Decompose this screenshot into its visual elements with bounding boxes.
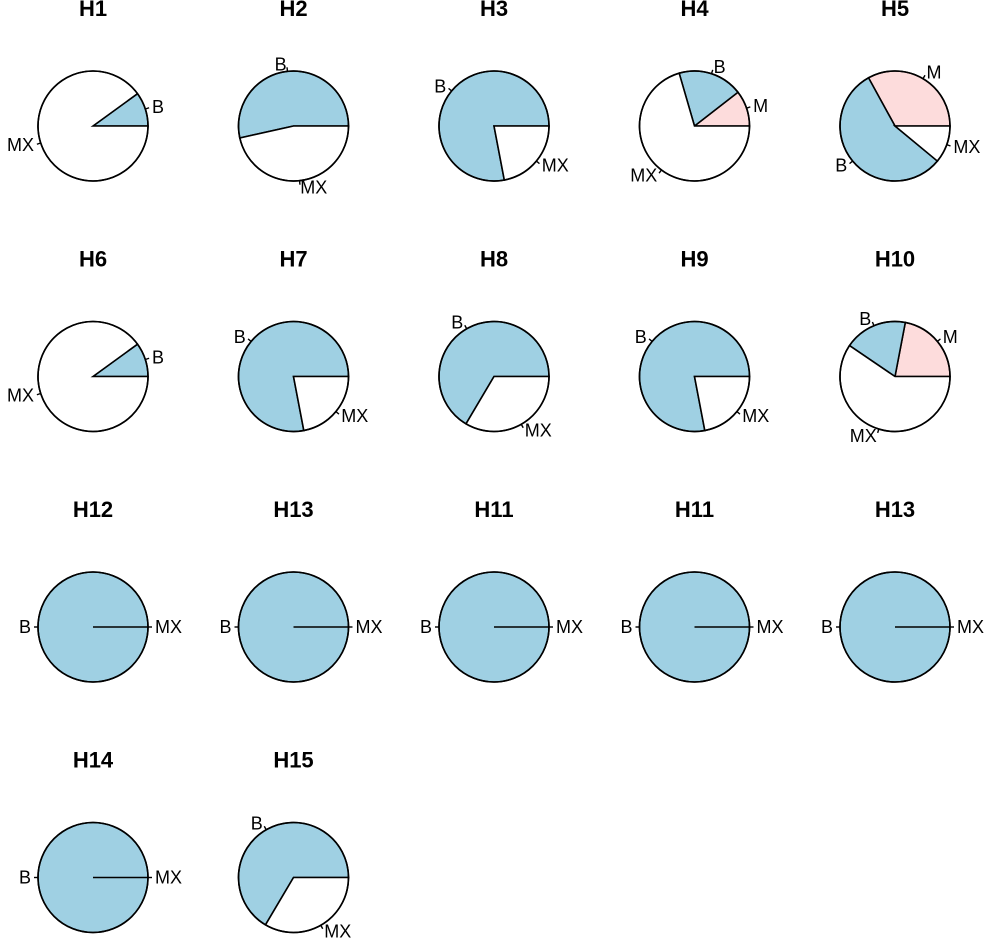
- slice-label-mx: MX: [850, 426, 877, 446]
- pie-outline: [237, 571, 350, 683]
- pie-outline: [438, 320, 550, 433]
- slice-label-mx: MX: [324, 921, 351, 941]
- pie-outline: [638, 70, 751, 182]
- pie-outline: [37, 70, 149, 182]
- pie-outline: [237, 320, 350, 433]
- slice-label-m: M: [753, 96, 768, 116]
- slice-label-mx: MX: [7, 386, 34, 406]
- pie-outline: [237, 70, 350, 182]
- slice-label-b: B: [219, 617, 231, 637]
- pie-title: H4: [680, 0, 709, 21]
- slice-label-b: B: [19, 868, 31, 888]
- slice-label-b: B: [714, 57, 726, 77]
- slice-label-mx: MX: [525, 420, 552, 440]
- slice-label-mx: MX: [356, 617, 383, 637]
- slice-label-b: B: [275, 54, 287, 74]
- pie-title: H13: [273, 497, 313, 522]
- slice-label-b: B: [635, 327, 647, 347]
- slice-label-b: B: [821, 617, 833, 637]
- pie-title: H13: [875, 497, 915, 522]
- slice-label-mx: MX: [155, 868, 182, 888]
- pie-outline: [638, 571, 751, 683]
- pie-slice-mx: [493, 125, 550, 181]
- slice-label-mx: MX: [957, 617, 984, 637]
- slice-label-b: B: [152, 347, 164, 367]
- pie-title: H3: [480, 0, 508, 21]
- pie-h9-9: H9B MX: [635, 247, 769, 433]
- slice-label-mx: MX: [953, 137, 980, 157]
- pie-h2-2: H2B MX: [237, 0, 350, 198]
- slice-label-b: B: [451, 313, 463, 333]
- pie-title: H11: [675, 497, 714, 522]
- slice-label-mx: MX: [556, 617, 583, 637]
- pie-outline: [37, 571, 149, 683]
- slice-label-b: B: [420, 617, 432, 637]
- slice-label-m: M: [943, 327, 958, 347]
- pie-title: H1: [79, 0, 107, 21]
- pie-title: H15: [273, 748, 313, 773]
- pie-title: H11: [474, 497, 513, 522]
- slice-label-mx: MX: [155, 617, 182, 637]
- slice-label-b: B: [152, 97, 164, 117]
- pie-title: H12: [73, 497, 113, 522]
- slice-label-mx: MX: [742, 406, 769, 426]
- pie-h6-6: H6B MX: [7, 247, 164, 433]
- pie-outline: [37, 821, 149, 934]
- slice-label-mx: MX: [341, 406, 368, 426]
- pie-outline: [237, 821, 350, 934]
- pie-title: H6: [79, 247, 107, 272]
- pie-title: H7: [279, 247, 307, 272]
- slice-label-b: B: [859, 309, 871, 329]
- pie-h1-1: H1B MX: [7, 0, 164, 182]
- slice-label-b: B: [620, 617, 632, 637]
- pie-title: H9: [680, 247, 708, 272]
- pie-h5-5: H5M B MX: [835, 0, 980, 182]
- pie-title: H5: [881, 0, 909, 21]
- pie-title: H2: [279, 0, 307, 21]
- slice-label-mx: MX: [630, 166, 657, 186]
- pie-h8-8: H8B MX: [438, 247, 552, 440]
- pie-outline: [438, 571, 550, 683]
- slice-label-mx: MX: [300, 178, 327, 198]
- pie-title: H10: [875, 247, 915, 272]
- slice-label-b: B: [434, 76, 446, 96]
- slice-label-mx: MX: [7, 135, 34, 155]
- slice-label-b: B: [835, 156, 847, 176]
- slice-label-mx: MX: [757, 617, 784, 637]
- pie-outline: [638, 320, 751, 433]
- pie-outline: [37, 320, 149, 433]
- pie-outline: [839, 70, 951, 182]
- pie-h7-7: H7B MX: [234, 247, 368, 433]
- slice-label-b: B: [234, 327, 246, 347]
- slice-label-mx: MX: [542, 156, 569, 176]
- pie-outline: [438, 70, 550, 182]
- pie-title: H14: [73, 748, 114, 773]
- slice-label-b: B: [251, 814, 263, 834]
- pie-slice-mx: [693, 375, 751, 432]
- slice-label-b: B: [19, 617, 31, 637]
- pie-slice-mx: [292, 375, 350, 432]
- pie-outline: [839, 571, 951, 683]
- pie-outline: [839, 320, 951, 433]
- pie-slice-mx: [238, 125, 350, 182]
- pie-title: H8: [480, 247, 508, 272]
- pie-h3-3: H3B MX: [434, 0, 569, 182]
- slice-label-m: M: [927, 63, 942, 83]
- pie-h4-4: H4M B MX: [630, 0, 768, 186]
